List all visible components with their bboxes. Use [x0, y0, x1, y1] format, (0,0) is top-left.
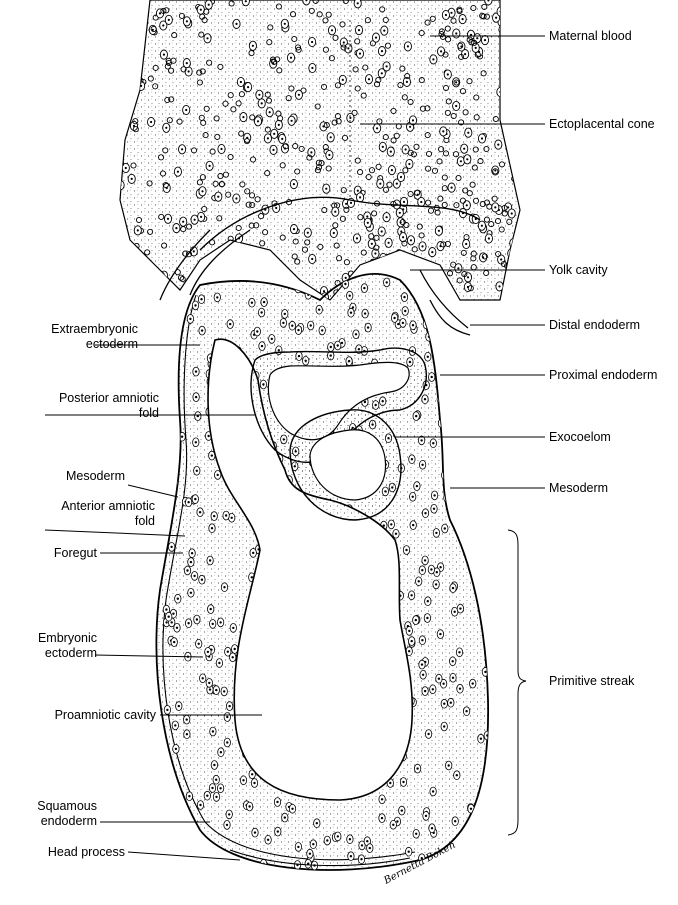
label-maternal-blood: Maternal blood: [549, 29, 632, 43]
egg-cylinder: [155, 273, 490, 871]
leader-lines-right: [360, 35, 545, 836]
label-posterior-amniotic-fold: Posterior amniotic fold: [59, 391, 159, 421]
label-anterior-line1: Anterior amniotic: [61, 499, 155, 513]
label-primitive-streak: Primitive streak: [549, 674, 635, 688]
label-squamous-line1: Squamous: [37, 799, 97, 813]
extraembryonic-strands: [159, 229, 471, 336]
label-proximal-endoderm: Proximal endoderm: [549, 368, 658, 382]
label-embryonic-line2: ectoderm: [44, 646, 97, 660]
label-extraembryonic-line1: Extraembryonic: [51, 322, 138, 336]
label-proamniotic-cavity: Proamniotic cavity: [54, 708, 156, 722]
label-exocoelom: Exocoelom: [549, 430, 611, 444]
maternal-tissue: [119, 0, 521, 301]
label-posterior-line1: Posterior amniotic: [58, 391, 159, 405]
label-anterior-line2: fold: [134, 514, 155, 528]
label-mesoderm-right: Mesoderm: [549, 481, 609, 495]
label-ectoplacental-cone: Ectoplacental cone: [549, 117, 655, 131]
label-embryonic-ectoderm: Embryonic ectoderm: [38, 631, 97, 661]
label-yolk-cavity: Yolk cavity: [549, 263, 608, 277]
leader-lines-left: [44, 344, 262, 861]
label-foregut: Foregut: [53, 546, 97, 560]
label-mesoderm-left: Mesoderm: [65, 469, 125, 483]
label-embryonic-line1: Embryonic: [37, 631, 97, 645]
label-anterior-amniotic-fold: Anterior amniotic fold: [61, 499, 155, 529]
label-extraembryonic-line2: ectoderm: [85, 337, 138, 351]
label-distal-endoderm: Distal endoderm: [549, 318, 641, 332]
label-posterior-line2: fold: [138, 406, 159, 420]
label-squamous-line2: endoderm: [40, 814, 97, 828]
label-head-process: Head process: [47, 845, 125, 859]
label-squamous-endoderm: Squamous endoderm: [37, 799, 97, 829]
label-extraembryonic-ectoderm: Extraembryonic ectoderm: [51, 322, 138, 352]
